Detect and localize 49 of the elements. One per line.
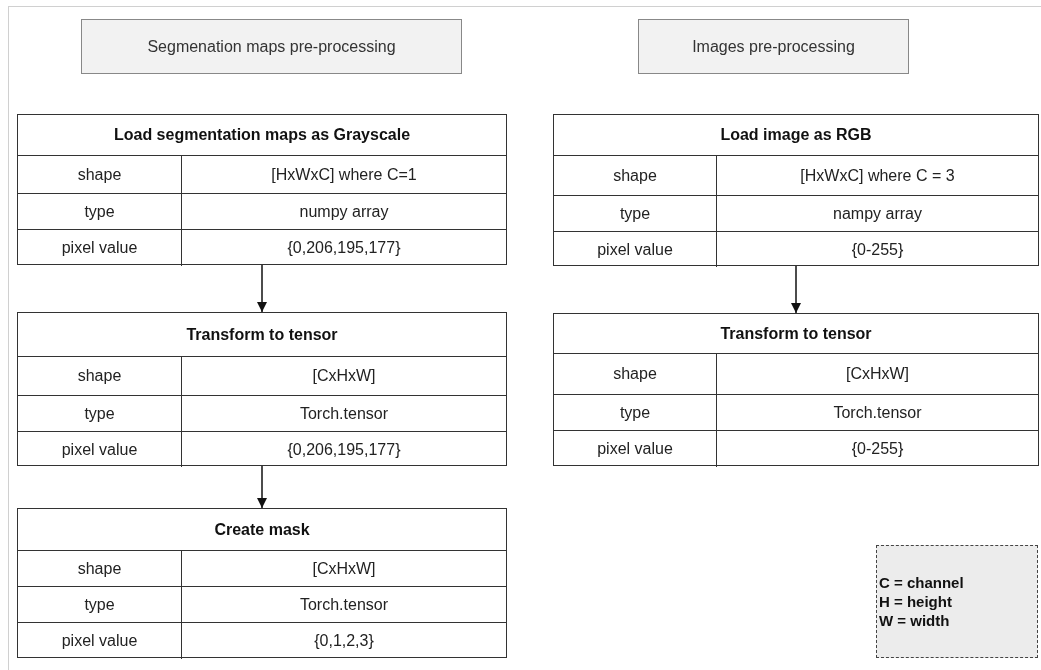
table-heading: Transform to tensor bbox=[719, 323, 873, 344]
data-table bbox=[553, 313, 1039, 466]
table-cell: shape bbox=[554, 156, 717, 195]
table-cell-text: {0-255} bbox=[850, 239, 905, 260]
table-cell: pixel value bbox=[554, 431, 717, 467]
key-text: C = channel bbox=[879, 573, 965, 592]
table-cell-text: {0-255} bbox=[850, 439, 905, 459]
table-cell: type bbox=[554, 196, 717, 231]
note-box bbox=[876, 545, 1038, 658]
table-cell: shape bbox=[18, 357, 182, 395]
table-cell-text: [HxWxC] where C=1 bbox=[270, 164, 418, 185]
table-cell: shape bbox=[18, 156, 182, 193]
table-cell-text: numpy array bbox=[298, 201, 390, 222]
table-heading: Load image as RGB bbox=[719, 125, 873, 145]
table-heading: Transform to tensor bbox=[185, 324, 339, 345]
table-cell: shape bbox=[554, 354, 717, 394]
table-cell-text: [CxHxW] bbox=[311, 366, 377, 386]
table-cell: type bbox=[554, 395, 717, 430]
table-cell: type bbox=[18, 396, 182, 431]
table-cell: pixel value bbox=[18, 230, 182, 266]
table-cell-text: {0,206,195,177} bbox=[286, 238, 402, 258]
table-cell-text: {0,1,2,3} bbox=[313, 631, 375, 651]
key-text: H = height bbox=[879, 592, 953, 611]
section-heading-box: Segmenation maps pre-processing bbox=[81, 19, 462, 74]
table-cell: pixel value bbox=[554, 232, 717, 267]
arrow bbox=[256, 465, 268, 509]
table-heading: Create mask bbox=[213, 519, 311, 540]
table-cell: shape bbox=[18, 551, 182, 586]
key-text: W = width bbox=[879, 611, 951, 630]
table-cell-text: Torch.tensor bbox=[298, 403, 389, 424]
table-cell-text: [HxWxC] where C = 3 bbox=[799, 165, 956, 186]
arrow bbox=[790, 265, 802, 314]
table-cell: type bbox=[18, 587, 182, 622]
data-table bbox=[17, 114, 507, 265]
data-table bbox=[17, 508, 507, 658]
table-cell-text: nampy array bbox=[832, 203, 923, 224]
table-cell-text: [CxHxW] bbox=[844, 364, 911, 384]
data-table bbox=[17, 312, 507, 466]
table-cell: pixel value bbox=[18, 623, 182, 659]
table-cell-text: Torch.tensor bbox=[832, 402, 923, 423]
table-cell-text: [CxHxW] bbox=[311, 558, 377, 579]
table-cell: pixel value bbox=[18, 432, 182, 467]
arrow bbox=[256, 264, 268, 313]
table-cell: type bbox=[18, 194, 182, 229]
section-heading-box: Images pre-processing bbox=[638, 19, 909, 74]
data-table bbox=[553, 114, 1039, 266]
table-heading: Load segmentation maps as Grayscale bbox=[112, 125, 412, 145]
table-cell-text: {0,206,195,177} bbox=[286, 439, 402, 460]
table-cell-text: Torch.tensor bbox=[298, 594, 389, 615]
